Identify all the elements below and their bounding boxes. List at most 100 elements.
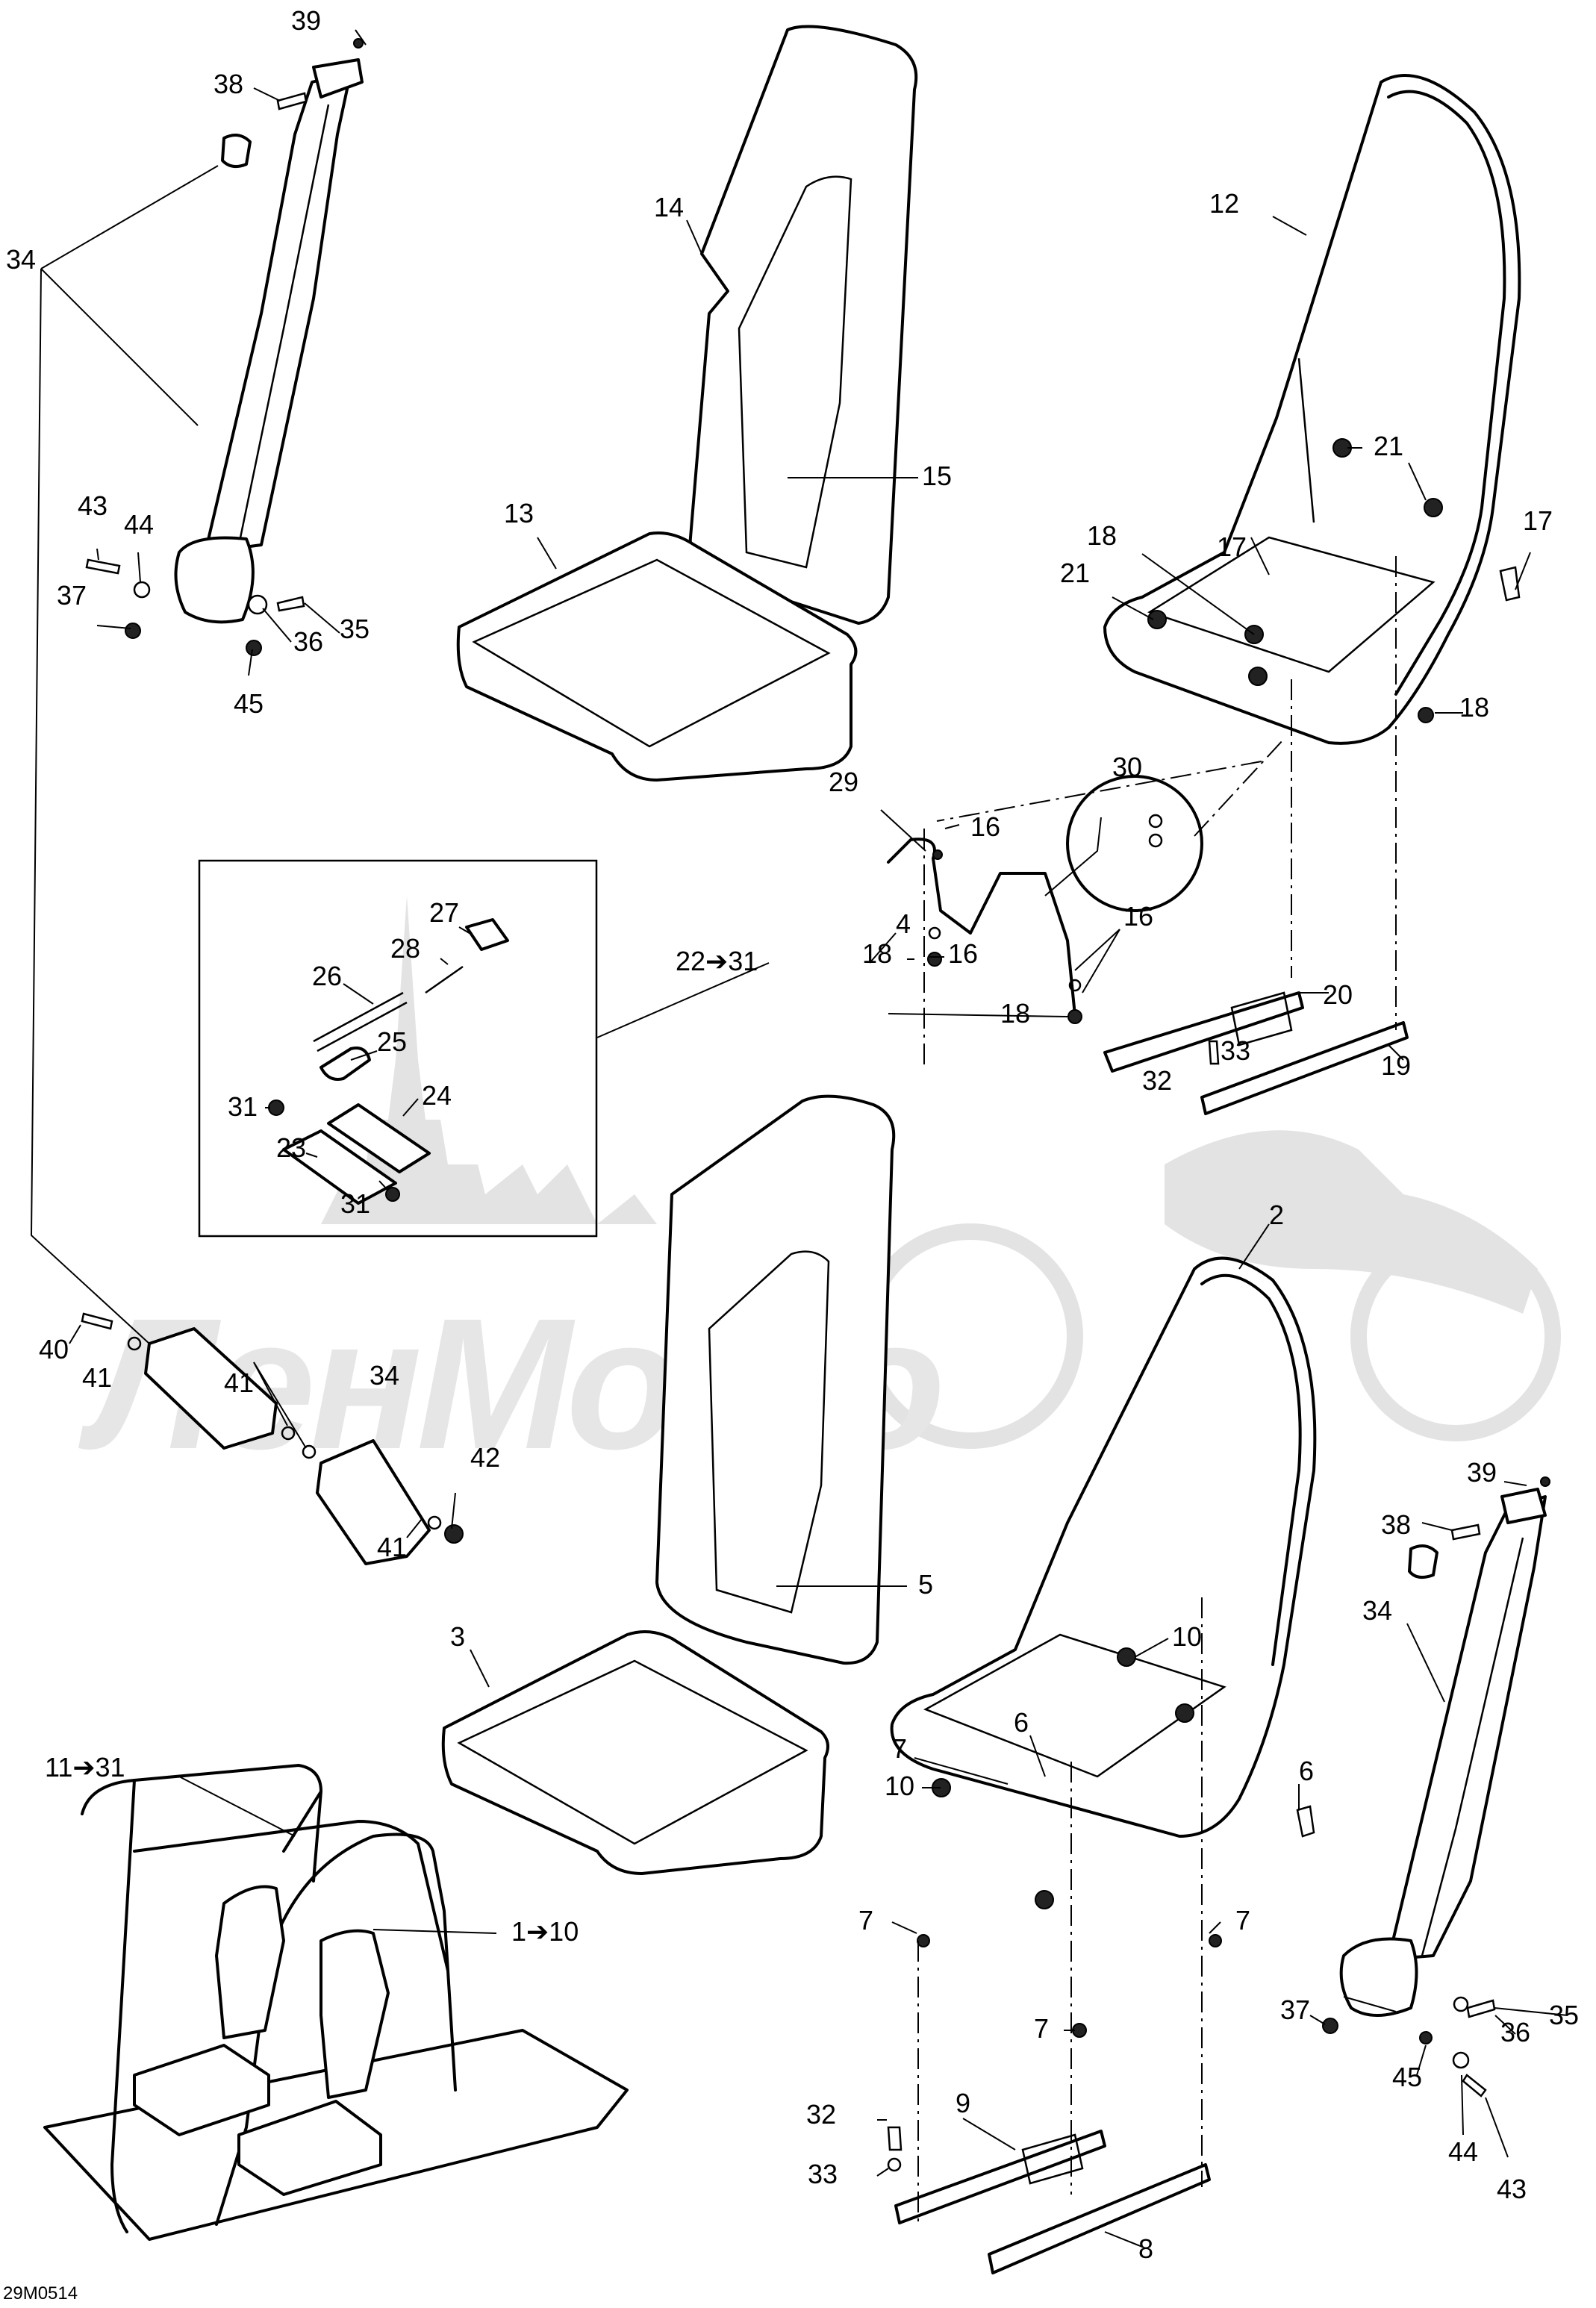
seat-belt-strap-upper bbox=[204, 70, 352, 554]
seat-base-upper bbox=[456, 531, 858, 782]
seat-base-top-upper bbox=[472, 558, 831, 748]
callout-39-upper: 39 bbox=[291, 5, 321, 36]
frame-tube-lower-inner bbox=[1200, 1273, 1302, 1666]
overview-seat-base-2 bbox=[237, 2100, 382, 2196]
callout-37-upper: 37 bbox=[57, 580, 87, 611]
callout-42: 42 bbox=[470, 1442, 500, 1473]
callout-34-upper: 34 bbox=[6, 244, 36, 275]
callout-12: 12 bbox=[1209, 188, 1239, 219]
callout-44-lower: 44 bbox=[1448, 2136, 1478, 2167]
overview-seat-back-2 bbox=[319, 1929, 390, 2099]
harness-assembly-upper bbox=[887, 775, 1203, 1024]
roll-cage-rear bbox=[81, 1764, 322, 2233]
callout-24: 24 bbox=[422, 1080, 452, 1111]
backrest-panel-upper bbox=[738, 175, 852, 569]
callout-5: 5 bbox=[918, 1569, 933, 1600]
strap-fold-line-lower bbox=[1421, 1537, 1524, 1956]
callout-35-lower: 35 bbox=[1549, 2000, 1579, 2030]
retractor-upper bbox=[174, 536, 255, 624]
callout-7-left: 7 bbox=[858, 1905, 873, 1936]
tube-23 bbox=[282, 1129, 397, 1205]
rail-8 bbox=[988, 2163, 1211, 2274]
callout-33-upper: 33 bbox=[1221, 1035, 1250, 1066]
callout-23: 23 bbox=[276, 1132, 306, 1163]
backrest-panel-lower bbox=[708, 1250, 830, 1614]
backrest-lower bbox=[655, 1094, 896, 1665]
slider-rails-upper bbox=[1103, 991, 1409, 1115]
vehicle-floor bbox=[43, 2029, 629, 2241]
diagram-code: 29M0514 bbox=[3, 2283, 78, 2304]
callout-18-upper: 18 bbox=[1087, 520, 1117, 551]
callout-3: 3 bbox=[450, 1621, 465, 1652]
callout-18-mid: 18 bbox=[862, 938, 892, 969]
frame-pan-lower bbox=[923, 1633, 1226, 1778]
callouts: 39 38 34 14 12 15 13 43 44 37 36 35 45 2… bbox=[6, 5, 1579, 2264]
callout-36-lower: 36 bbox=[1500, 2017, 1530, 2047]
frame-tube-upper-outer bbox=[1103, 74, 1521, 745]
overview-seat-back-1 bbox=[215, 1885, 285, 2039]
alignment-lines bbox=[917, 556, 1397, 2224]
lower-seat-belt-assembly bbox=[1322, 1476, 1550, 2098]
callout-17-left: 17 bbox=[1217, 531, 1247, 562]
harness-bracket-upper bbox=[887, 838, 1076, 1017]
seat-base-lower bbox=[441, 1630, 829, 1875]
callout-41-mid: 41 bbox=[224, 1367, 254, 1398]
callout-41-bottom: 41 bbox=[377, 1532, 407, 1562]
callout-8: 8 bbox=[1138, 2233, 1153, 2264]
callout-43-upper: 43 bbox=[78, 490, 107, 521]
callout-32-upper: 32 bbox=[1142, 1065, 1172, 1096]
lower-seat-cushion bbox=[441, 1094, 896, 1875]
overview-seat-base-1 bbox=[133, 2044, 270, 2136]
buckle-left bbox=[144, 1327, 278, 1450]
detail-circle-30 bbox=[1066, 775, 1203, 912]
upper-seat-belt-assembly bbox=[85, 38, 364, 656]
callout-6-right: 6 bbox=[1299, 1756, 1314, 1786]
belt-anchor-lower bbox=[1500, 1488, 1547, 1524]
callout-35-upper: 35 bbox=[340, 614, 370, 644]
callout-11-31: 11➔31 bbox=[45, 1752, 125, 1783]
callout-7-top: 7 bbox=[892, 1733, 907, 1764]
callout-7-right: 7 bbox=[1235, 1905, 1250, 1936]
callout-27: 27 bbox=[429, 897, 459, 928]
callout-7-lower: 7 bbox=[1034, 2013, 1049, 2044]
watermark-wheel-rear bbox=[1350, 1231, 1561, 1441]
watermark-motorcycle bbox=[1165, 1130, 1538, 1314]
callout-26: 26 bbox=[312, 961, 342, 991]
callout-19: 19 bbox=[1381, 1050, 1411, 1081]
callout-21-right: 21 bbox=[1374, 431, 1403, 461]
callout-25: 25 bbox=[377, 1026, 407, 1057]
callout-16-right: 16 bbox=[1123, 901, 1153, 932]
callout-10-right: 10 bbox=[1172, 1621, 1202, 1652]
callout-22-31: 22➔31 bbox=[676, 946, 758, 976]
callout-45-upper: 45 bbox=[234, 688, 264, 719]
callout-16-mid: 16 bbox=[948, 938, 978, 969]
buckle-right bbox=[316, 1439, 431, 1565]
callout-30: 30 bbox=[1112, 752, 1142, 782]
callout-18-lower: 18 bbox=[1000, 998, 1030, 1029]
callout-2: 2 bbox=[1269, 1200, 1284, 1230]
callout-15: 15 bbox=[922, 461, 952, 491]
inset-frame bbox=[198, 859, 598, 1238]
callout-1-10: 1➔10 bbox=[511, 1916, 579, 1947]
frame-brace-upper bbox=[1297, 358, 1315, 523]
callout-4: 4 bbox=[896, 908, 911, 939]
callout-28: 28 bbox=[390, 933, 420, 964]
vehicle-overview bbox=[43, 1764, 629, 2241]
callout-10-left: 10 bbox=[885, 1771, 914, 1801]
tube-24 bbox=[327, 1103, 431, 1173]
roll-cage-mid bbox=[133, 1820, 449, 1972]
callout-31-bottom: 31 bbox=[340, 1188, 370, 1219]
callout-31-left: 31 bbox=[228, 1091, 258, 1122]
callout-38-lower: 38 bbox=[1381, 1509, 1411, 1540]
rail-20 bbox=[1103, 991, 1304, 1073]
frame-tube-upper-inner bbox=[1387, 90, 1506, 696]
retractor-lower bbox=[1339, 1937, 1418, 2017]
seat-base-top-lower bbox=[457, 1659, 808, 1845]
rail-9 bbox=[894, 2130, 1106, 2224]
frame-tube-lower-outer bbox=[890, 1256, 1317, 1838]
connector-27 bbox=[465, 918, 509, 951]
frame-pan-upper bbox=[1147, 536, 1436, 673]
belt-buckle-assembly bbox=[81, 1312, 464, 1565]
callout-21-left: 21 bbox=[1060, 558, 1090, 588]
